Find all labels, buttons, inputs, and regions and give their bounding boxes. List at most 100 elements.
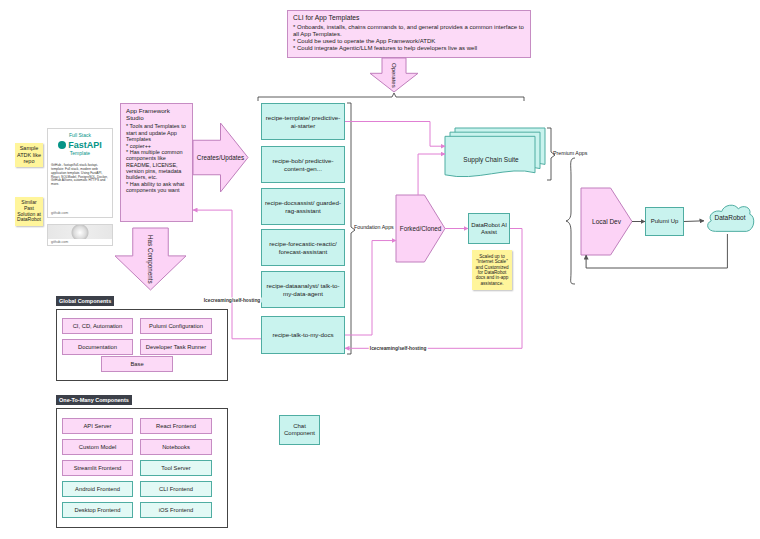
node-text: Creates/Updates (197, 154, 244, 161)
node-text: Streamlit Frontend (74, 465, 122, 472)
shape-fill (708, 205, 754, 231)
node-text: Desktop Frontend (74, 507, 120, 514)
node-text: DataRobot AI Assist (470, 222, 508, 236)
sticky-note: Similar Past Solution at DataRobot (15, 197, 43, 226)
node-text: FastAPI (58, 140, 102, 150)
component-box: Notebooks (140, 439, 212, 455)
node-text: Documentation (78, 344, 117, 351)
component-box: Documentation (62, 339, 133, 355)
node-text: Chat Component (281, 423, 318, 437)
node-text: DataRobot (714, 214, 745, 222)
heading-text: One-To-Many Components (56, 395, 132, 405)
node-text: Custom Model (79, 444, 116, 451)
group-brace (566, 158, 575, 284)
block-arrow: Has Components (115, 228, 186, 290)
connector (684, 220, 704, 222)
component-box: Streamlit Frontend (62, 460, 133, 476)
group-bracket (347, 103, 355, 354)
component-box: API Server (62, 418, 133, 434)
node-text: Scaled up to "Internet Scale" and Custom… (473, 254, 511, 286)
node-text: github.com (51, 211, 68, 215)
heading-text: Global Components (56, 296, 114, 306)
component-box: Android Frontend (62, 481, 133, 497)
heading-text: CLI for App Templates (293, 14, 525, 22)
connector (586, 234, 727, 268)
node-text: recipe-template/ predictive-ai-starter (263, 114, 343, 128)
heading-text: App Framework Studio (126, 107, 187, 121)
node-text: recipe-dataanalyst/ talk-to-my-data-agen… (263, 282, 343, 296)
block-arrow: Creates/Updates (193, 123, 248, 192)
sticky-note: Sample ATDK like repo (15, 143, 43, 167)
node-text: Operates (391, 63, 398, 88)
connector (345, 122, 445, 147)
node-text: * Has multiple common components like RE… (126, 149, 187, 181)
block-arrow: Operates (370, 58, 418, 92)
group-box: Global ComponentsCI, CD, AutomationPulum… (56, 309, 228, 381)
connector (345, 229, 522, 349)
shape-outline (445, 128, 545, 180)
node-text: recipe-docsassist/ guarded-rag-assistant (263, 199, 343, 213)
node-text: recipe-bob/ predictive-content-gen... (263, 157, 343, 171)
node-text: Notebooks (162, 444, 190, 451)
node-text: Developer Task Runner (146, 344, 206, 351)
node-text: * Tools and Templates to start and updat… (126, 123, 187, 142)
node-text: Pulumi Configuration (149, 323, 203, 330)
component-box: Base (101, 356, 173, 372)
node-text: Template (70, 151, 90, 157)
app-box: recipe-talk-to-my-docs (261, 316, 345, 354)
node-text: API Server (83, 423, 111, 430)
node-text: Full Stack (69, 133, 91, 139)
node-text: Sample ATDK like repo (16, 145, 42, 164)
node-text: * Has ability to ask what components you… (126, 181, 187, 194)
app-box: recipe-dataanalyst/ talk-to-my-data-agen… (261, 271, 345, 308)
shape-fill (115, 228, 186, 290)
cli-note: CLI for App Templates * Onboards, install… (287, 10, 531, 58)
node-text: * copier++ (126, 143, 187, 149)
app-box: recipe-forecastic-reactic/ forecast-assi… (261, 229, 345, 266)
connector (632, 221, 645, 222)
group-label: Premium Apps (553, 150, 587, 156)
component-box: Custom Model (62, 439, 133, 455)
component-box: iOS Frontend (140, 502, 212, 518)
process-box: Pulumi Up (645, 207, 684, 236)
studio-note: App Framework Studio * Tools and Template… (120, 103, 193, 222)
edge-label: Icecreaming/self-hosting (369, 346, 428, 351)
node-text: * Onboards, installs, chains commands to… (293, 24, 525, 38)
node-text: Android Frontend (75, 486, 120, 493)
group-box: One-To-Many ComponentsAPI ServerReact Fr… (56, 408, 228, 528)
node-text: Supply Chain Suite (463, 156, 518, 164)
component-box: Chat Component (279, 415, 320, 445)
repo-card: github.com (47, 224, 113, 246)
node-text: React Frontend (156, 423, 196, 430)
pentagon-arrow: Forked/Cloned (396, 195, 445, 262)
node-text: Local Dev (592, 218, 621, 226)
shape-fill (193, 123, 248, 192)
app-box: recipe-template/ predictive-ai-starter (261, 103, 345, 140)
group-bracket (258, 93, 524, 101)
group-bracket (547, 128, 555, 180)
component-box: CI, CD, Automation (62, 318, 133, 334)
node-text: Tool Server (161, 465, 190, 472)
pentagon-arrow: Local Dev (581, 188, 632, 255)
node-text: Forked/Cloned (400, 225, 441, 232)
shape-fill (370, 58, 418, 92)
node-text: CLI Frontend (159, 486, 193, 493)
component-box: React Frontend (140, 418, 212, 434)
app-box: DataRobot AI Assist (468, 213, 510, 244)
node-text: Has Components (147, 235, 154, 284)
connector (418, 154, 445, 195)
node-text: Pulumi Up (651, 218, 679, 225)
component-box: CLI Frontend (140, 481, 212, 497)
node-text: GitHub - fastapi/full-stack-fastapi-temp… (51, 164, 109, 187)
node-text: CI, CD, Automation (73, 323, 123, 330)
node-text: * Could integrate Agentic/LLM features t… (293, 45, 525, 52)
repo-card: Full StackFastAPITemplateGitHub - fastap… (47, 128, 113, 218)
connector (445, 228, 468, 229)
shape-fill (396, 195, 445, 262)
component-box: Desktop Frontend (62, 502, 133, 518)
app-box: recipe-bob/ predictive-content-gen... (261, 146, 345, 183)
connector (345, 241, 396, 335)
node-text: recipe-talk-to-my-docs (272, 331, 333, 338)
